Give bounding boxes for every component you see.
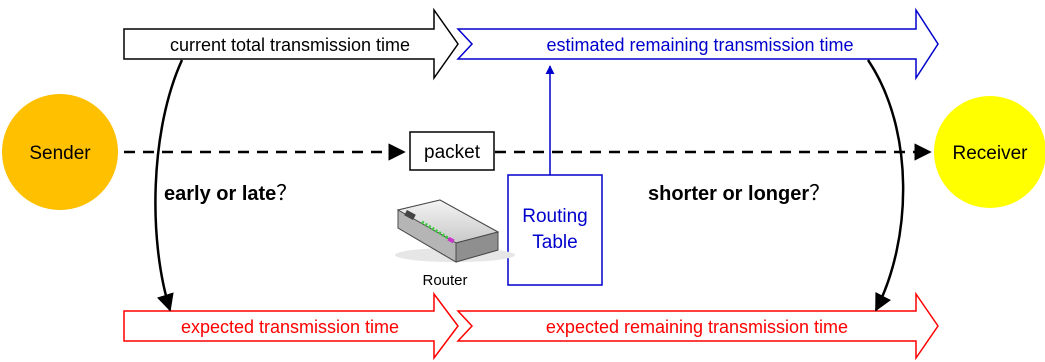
- right-compare-curve: [866, 59, 905, 312]
- receiver-label: Receiver: [953, 143, 1029, 164]
- expected-remaining-time-arrow: expected remaining transmission time: [456, 291, 939, 361]
- receiver-node: Receiver: [934, 96, 1045, 208]
- sender-label: Sender: [29, 143, 91, 164]
- current-total-time-label: current total transmission time: [170, 35, 410, 55]
- early-or-late-question: early or late？: [164, 182, 297, 205]
- expected-remaining-time-label: expected remaining transmission time: [546, 317, 848, 337]
- estimated-remaining-time-arrow: estimated remaining transmission time: [456, 7, 939, 81]
- expected-time-arrow: expected transmission time: [123, 291, 459, 361]
- packet-label: packet: [424, 142, 481, 163]
- expected-time-label: expected transmission time: [181, 317, 399, 337]
- shorter-or-longer-question-mark: ？: [809, 182, 830, 205]
- router-label: Router: [422, 272, 467, 289]
- router-icon: [395, 199, 515, 263]
- sender-node: Sender: [2, 94, 118, 210]
- shorter-or-longer-question: shorter or longer？: [648, 182, 830, 205]
- early-or-late-question-mark: ？: [276, 182, 297, 205]
- routing-table-label-line2: Table: [532, 232, 577, 253]
- packet-box: packet: [409, 131, 495, 171]
- routing-table-box: Routing Table: [507, 174, 603, 286]
- routing-table-label-line1: Routing: [522, 206, 588, 227]
- estimated-remaining-time-label: estimated remaining transmission time: [546, 35, 853, 55]
- left-compare-curve: [154, 59, 184, 312]
- current-total-time-arrow: current total transmission time: [123, 7, 459, 81]
